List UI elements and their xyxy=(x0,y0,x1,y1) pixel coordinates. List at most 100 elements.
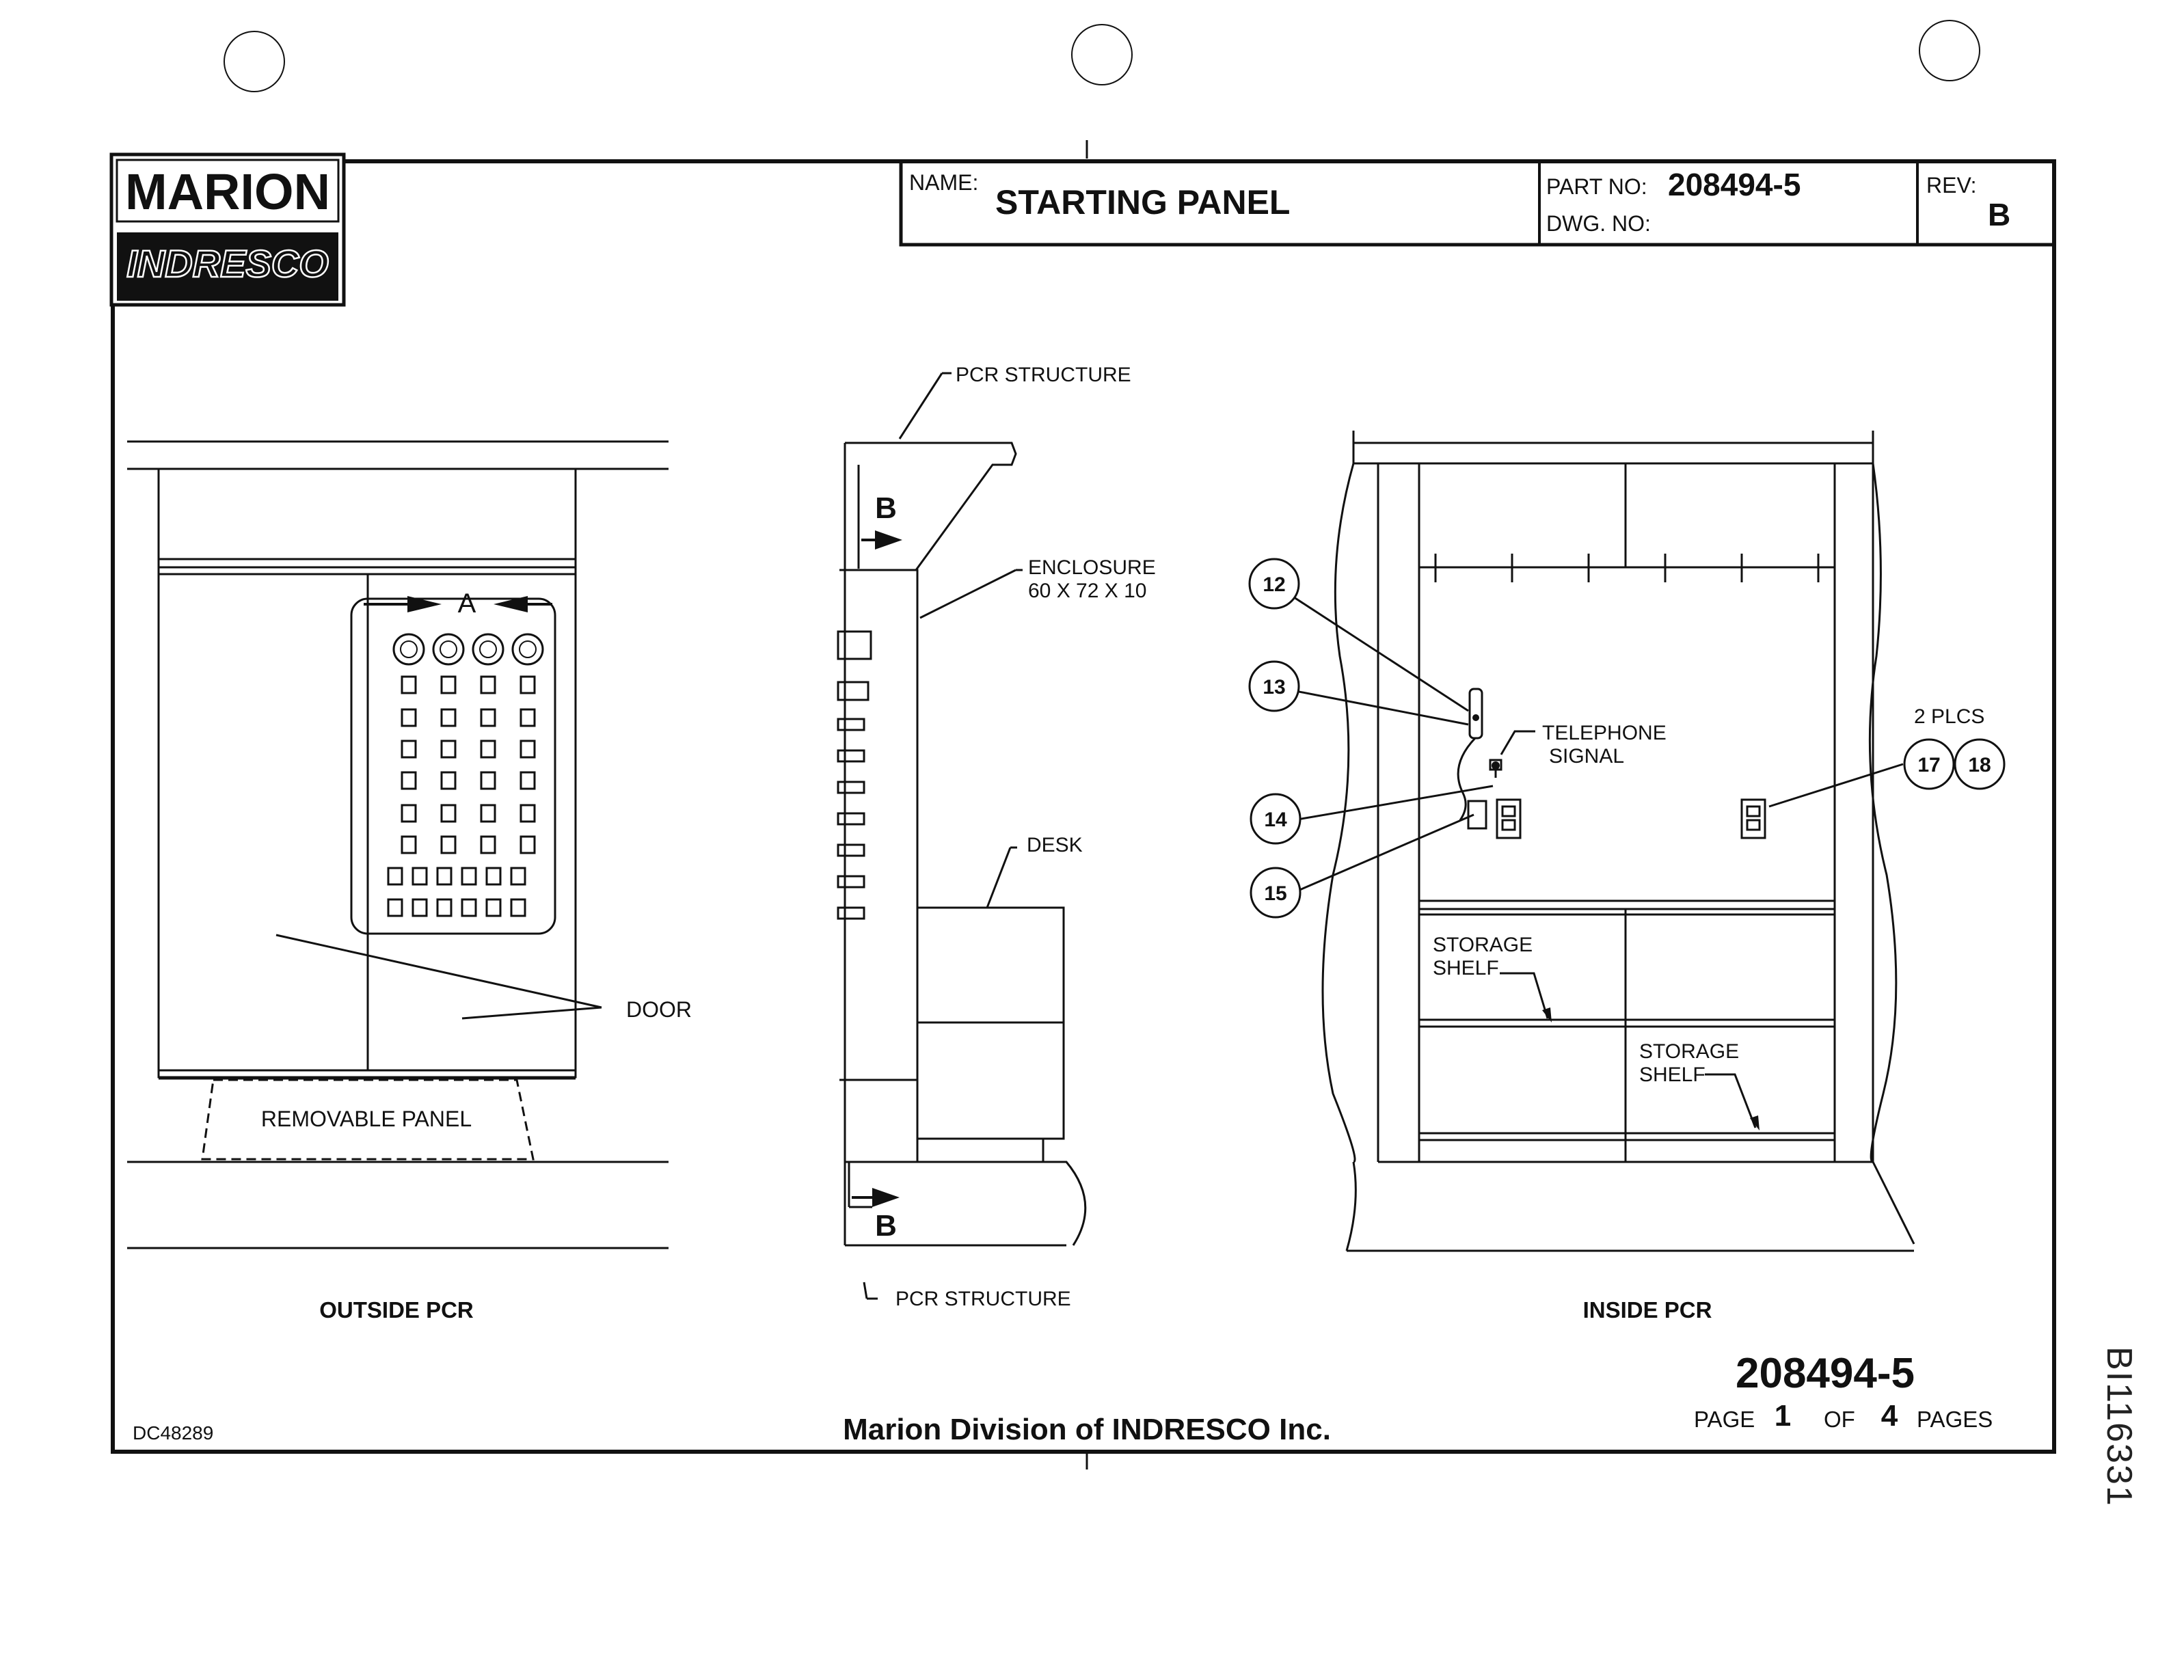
storage-shelf-1-line1: STORAGE xyxy=(1433,934,1533,956)
pcr-structure-top-label: PCR STRUCTURE xyxy=(956,364,1131,386)
panel-switch xyxy=(440,740,457,759)
punch-holes xyxy=(224,20,1980,92)
panel-switch xyxy=(401,675,417,694)
callout-balloon xyxy=(1903,738,1955,790)
pages-word: PAGES xyxy=(1917,1407,1993,1432)
enclosure-label: ENCLOSURE xyxy=(1028,556,1156,579)
panel-switch xyxy=(461,898,477,917)
panel-meter xyxy=(511,633,544,666)
panel-switch xyxy=(520,708,536,727)
company-name: Marion Division of INDRESCO Inc. xyxy=(843,1413,1331,1446)
telephone-signal-marker xyxy=(1472,714,1500,770)
desk-label: DESK xyxy=(1027,834,1083,856)
name-label: NAME: xyxy=(909,170,978,195)
removable-panel-label: REMOVABLE PANEL xyxy=(261,1107,472,1131)
dwg-no-label: DWG. NO: xyxy=(1546,211,1651,236)
panel-switch xyxy=(485,898,502,917)
signal-label: SIGNAL xyxy=(1549,745,1624,768)
panel-switch xyxy=(401,804,417,823)
storage-shelf-1-line2: SHELF xyxy=(1433,957,1499,979)
panel-meter xyxy=(472,633,504,666)
pcr-structure-bottom-label: PCR STRUCTURE xyxy=(895,1288,1071,1310)
panel-switch xyxy=(480,804,496,823)
logo-top-text: MARION xyxy=(125,163,330,220)
panel-switch xyxy=(520,771,536,790)
panel-switch xyxy=(436,867,453,886)
callout-balloon xyxy=(1248,660,1300,712)
storage-shelf-2-line2: SHELF xyxy=(1639,1063,1706,1086)
panel-switch xyxy=(436,898,453,917)
callout-balloon-label: 15 xyxy=(1264,882,1286,905)
panel-switch xyxy=(440,804,457,823)
inside-pcr-view xyxy=(1291,431,1915,1252)
callout-balloon xyxy=(1954,738,2006,790)
inside-pcr-caption: INSIDE PCR xyxy=(1583,1297,1712,1323)
panel-switch xyxy=(387,898,403,917)
part-no-value: 208494-5 xyxy=(1668,167,1801,202)
rev-label: REV: xyxy=(1926,173,1977,198)
of-word: OF xyxy=(1824,1407,1855,1432)
panel-switch xyxy=(440,675,457,694)
shelf-arrows xyxy=(1542,1007,1760,1130)
page-word: PAGE xyxy=(1694,1407,1755,1432)
part-no-label: PART NO: xyxy=(1546,174,1647,199)
panel-switch xyxy=(480,835,496,854)
outside-pcr-caption: OUTSIDE PCR xyxy=(319,1297,474,1323)
telephone-label: TELEPHONE xyxy=(1542,722,1667,744)
page-total: 4 xyxy=(1881,1399,1898,1433)
panel-switch xyxy=(412,898,428,917)
section-b-top: B xyxy=(875,491,897,525)
callout-balloon-label: 18 xyxy=(1968,754,1991,776)
panel-switch xyxy=(480,675,496,694)
panel-switch xyxy=(440,771,457,790)
callout-balloon-label: 13 xyxy=(1263,676,1285,699)
panel-switch xyxy=(480,771,496,790)
door-label: DOOR xyxy=(626,997,692,1022)
storage-shelf-2-line1: STORAGE xyxy=(1639,1040,1739,1063)
callout-a: A xyxy=(458,588,476,619)
callout-balloon-label: 12 xyxy=(1263,573,1285,596)
outside-pcr-view xyxy=(127,440,669,1249)
panel-switch xyxy=(387,867,403,886)
panel-switch xyxy=(520,804,536,823)
control-panel-devices xyxy=(387,633,544,917)
panel-meter xyxy=(392,633,425,666)
callout-balloon-label: 14 xyxy=(1264,809,1287,831)
panel-switch xyxy=(401,835,417,854)
callout-balloon-label: 17 xyxy=(1917,754,1940,776)
section-a-arrows: A xyxy=(364,588,552,619)
enclosure-switch xyxy=(837,749,865,763)
panel-switch xyxy=(401,771,417,790)
enclosure-switch xyxy=(837,906,865,920)
plcs-label: 2 PLCS xyxy=(1914,705,1984,728)
name-value: STARTING PANEL xyxy=(995,183,1290,221)
callout-balloons: 12 13 14 15 17 18 xyxy=(1248,558,2006,919)
panel-switch xyxy=(485,867,502,886)
section-b-arrows: B B xyxy=(852,491,902,1243)
panel-switch xyxy=(440,835,457,854)
panel-switch xyxy=(510,898,526,917)
callout-balloon xyxy=(1248,558,1300,610)
title-block: NAME: STARTING PANEL PART NO: 208494-5 D… xyxy=(899,159,2056,247)
enclosure-box xyxy=(837,681,869,701)
enclosure-switch xyxy=(837,812,865,826)
panel-switch xyxy=(510,867,526,886)
door-leaders xyxy=(275,934,602,1020)
enclosure-switch xyxy=(837,718,865,731)
panel-switch xyxy=(480,740,496,759)
panel-switch xyxy=(520,740,536,759)
enclosure-switch xyxy=(837,875,865,889)
doc-code: DC48289 xyxy=(133,1422,213,1444)
panel-switch xyxy=(401,740,417,759)
panel-switch xyxy=(520,835,536,854)
side-stamp: BI116331 xyxy=(2099,1346,2139,1507)
enclosure-switch xyxy=(837,843,865,857)
panel-switch xyxy=(440,708,457,727)
enclosure-switch xyxy=(837,781,865,794)
callout-balloon xyxy=(1250,793,1302,845)
panel-switch xyxy=(461,867,477,886)
rev-value: B xyxy=(1988,197,2010,232)
logo-bottom-text: INDRESCO xyxy=(126,242,329,285)
enclosure-components xyxy=(837,630,872,920)
